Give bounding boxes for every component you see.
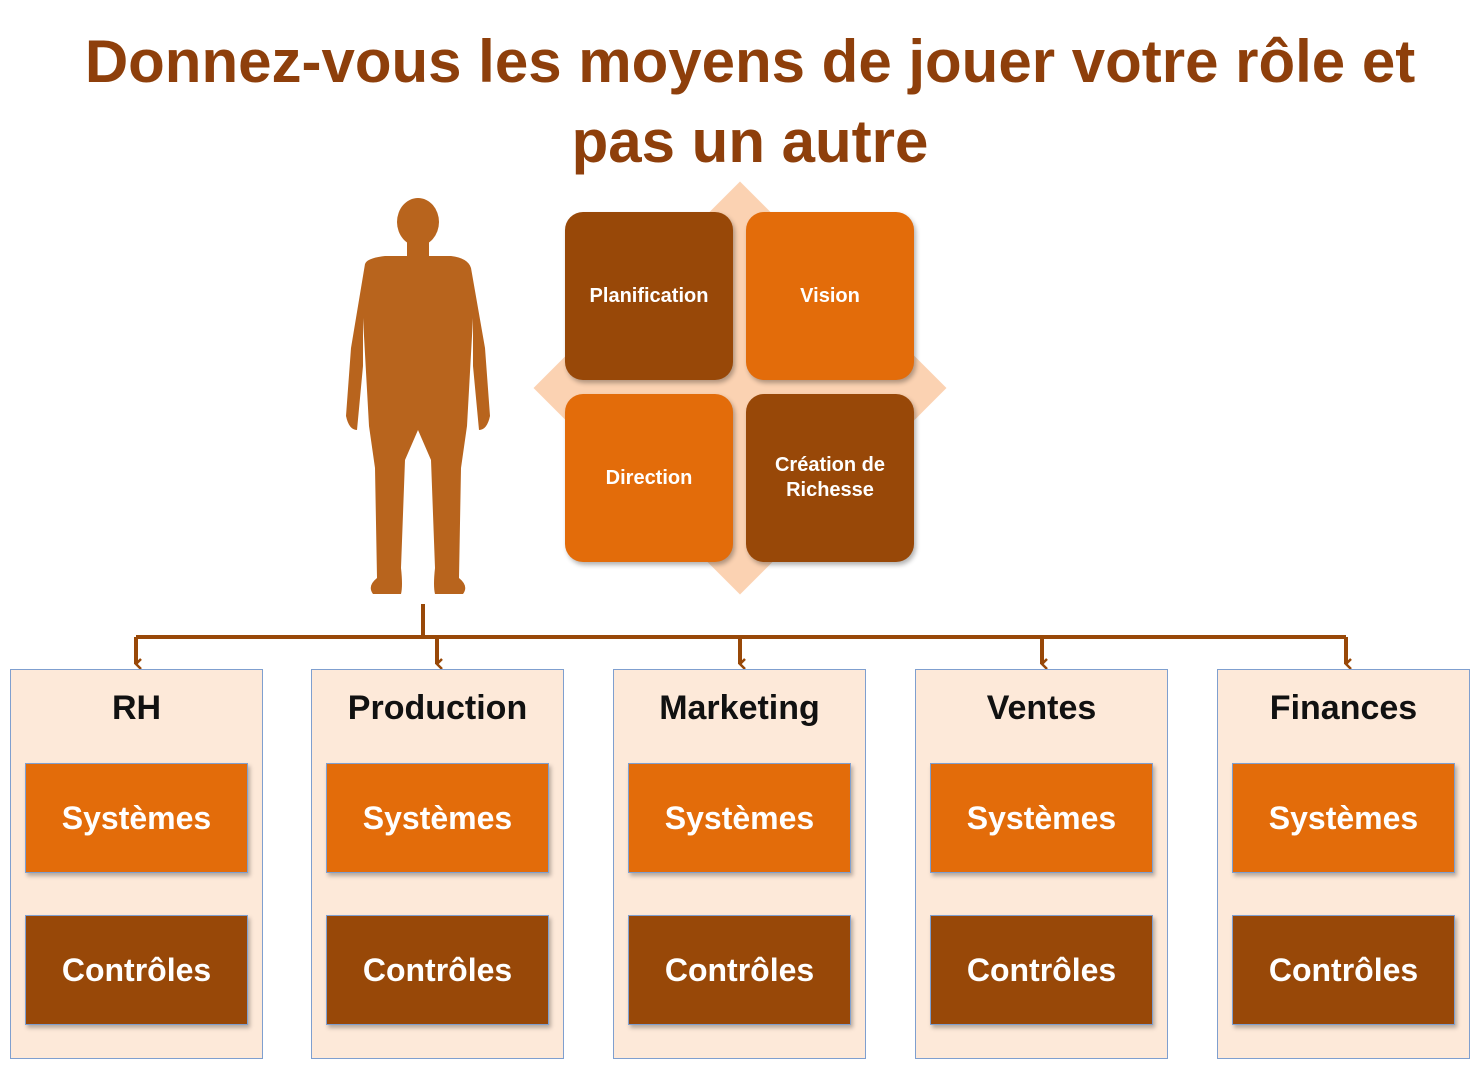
systems-box: Systèmes bbox=[930, 763, 1153, 873]
department-title: Finances bbox=[1269, 689, 1418, 727]
person-silhouette-icon bbox=[346, 198, 490, 594]
department-title: Marketing bbox=[659, 689, 820, 727]
role-label-planification: Planification bbox=[589, 284, 709, 307]
department-card-rh: RH Systèmes Contrôles bbox=[10, 669, 263, 1059]
connector-trunk bbox=[421, 604, 1346, 639]
department-card-marketing: Marketing Systèmes Contrôles bbox=[613, 669, 866, 1059]
role-tile-direction: Direction bbox=[565, 394, 733, 562]
title-line-2: pas un autre bbox=[571, 108, 929, 175]
role-tile-creation-de-richesse: Création de Richesse bbox=[746, 394, 914, 562]
controls-box: Contrôles bbox=[326, 915, 549, 1025]
department-title: Production bbox=[347, 689, 528, 727]
department-card-ventes: Ventes Systèmes Contrôles bbox=[915, 669, 1168, 1059]
controls-box: Contrôles bbox=[25, 915, 248, 1025]
systems-box: Systèmes bbox=[326, 763, 549, 873]
role-label-direction: Direction bbox=[605, 466, 693, 489]
role-label-creation-de-richesse: Création de Richesse bbox=[774, 454, 886, 501]
title-line-1: Donnez-vous les moyens de jouer votre rô… bbox=[84, 28, 1416, 95]
page-title: Donnez-vous les moyens de jouer votre rô… bbox=[40, 22, 1460, 182]
controls-box: Contrôles bbox=[930, 915, 1153, 1025]
role-tile-vision: Vision bbox=[746, 212, 914, 380]
role-tile-planification: Planification bbox=[565, 212, 733, 380]
controls-box: Contrôles bbox=[1232, 915, 1455, 1025]
department-title: Ventes bbox=[986, 689, 1097, 727]
department-card-production: Production Systèmes Contrôles bbox=[311, 669, 564, 1059]
systems-box: Systèmes bbox=[628, 763, 851, 873]
department-title: RH bbox=[111, 689, 162, 727]
role-label-vision: Vision bbox=[800, 284, 860, 307]
department-card-finances: Finances Systèmes Contrôles bbox=[1217, 669, 1470, 1059]
controls-box: Contrôles bbox=[628, 915, 851, 1025]
systems-box: Systèmes bbox=[25, 763, 248, 873]
systems-box: Systèmes bbox=[1232, 763, 1455, 873]
